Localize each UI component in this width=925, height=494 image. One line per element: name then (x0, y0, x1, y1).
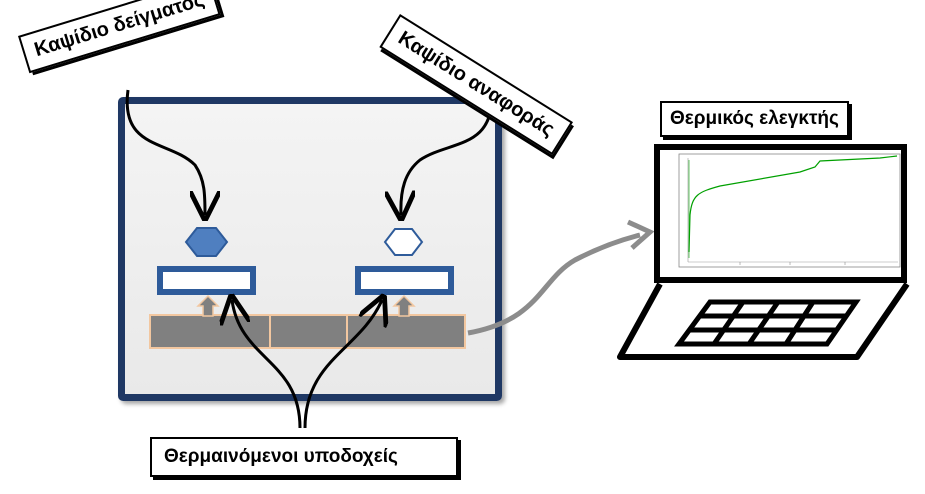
sample-pan-icon (184, 227, 229, 257)
sample-pan-pointer (125, 89, 205, 215)
thermal-controller-label: Θερμικός ελεγκτής (660, 101, 849, 137)
heated-holders-pointer-left (232, 300, 302, 429)
heater-block (149, 314, 466, 349)
signal-arrow (467, 219, 655, 336)
reference-pan-icon (383, 228, 424, 256)
heated-holders-label: Θερμαινόμενοι υποδοχείς (150, 437, 458, 477)
keyboard-icon (674, 299, 861, 347)
dsc-chamber (118, 97, 502, 401)
heated-holders-pointer-right (303, 300, 382, 429)
reference-heat-arrow (392, 294, 416, 317)
screen-thermogram (678, 153, 901, 268)
reference-pan-pointer (401, 89, 494, 215)
sample-heat-arrow (196, 294, 220, 317)
